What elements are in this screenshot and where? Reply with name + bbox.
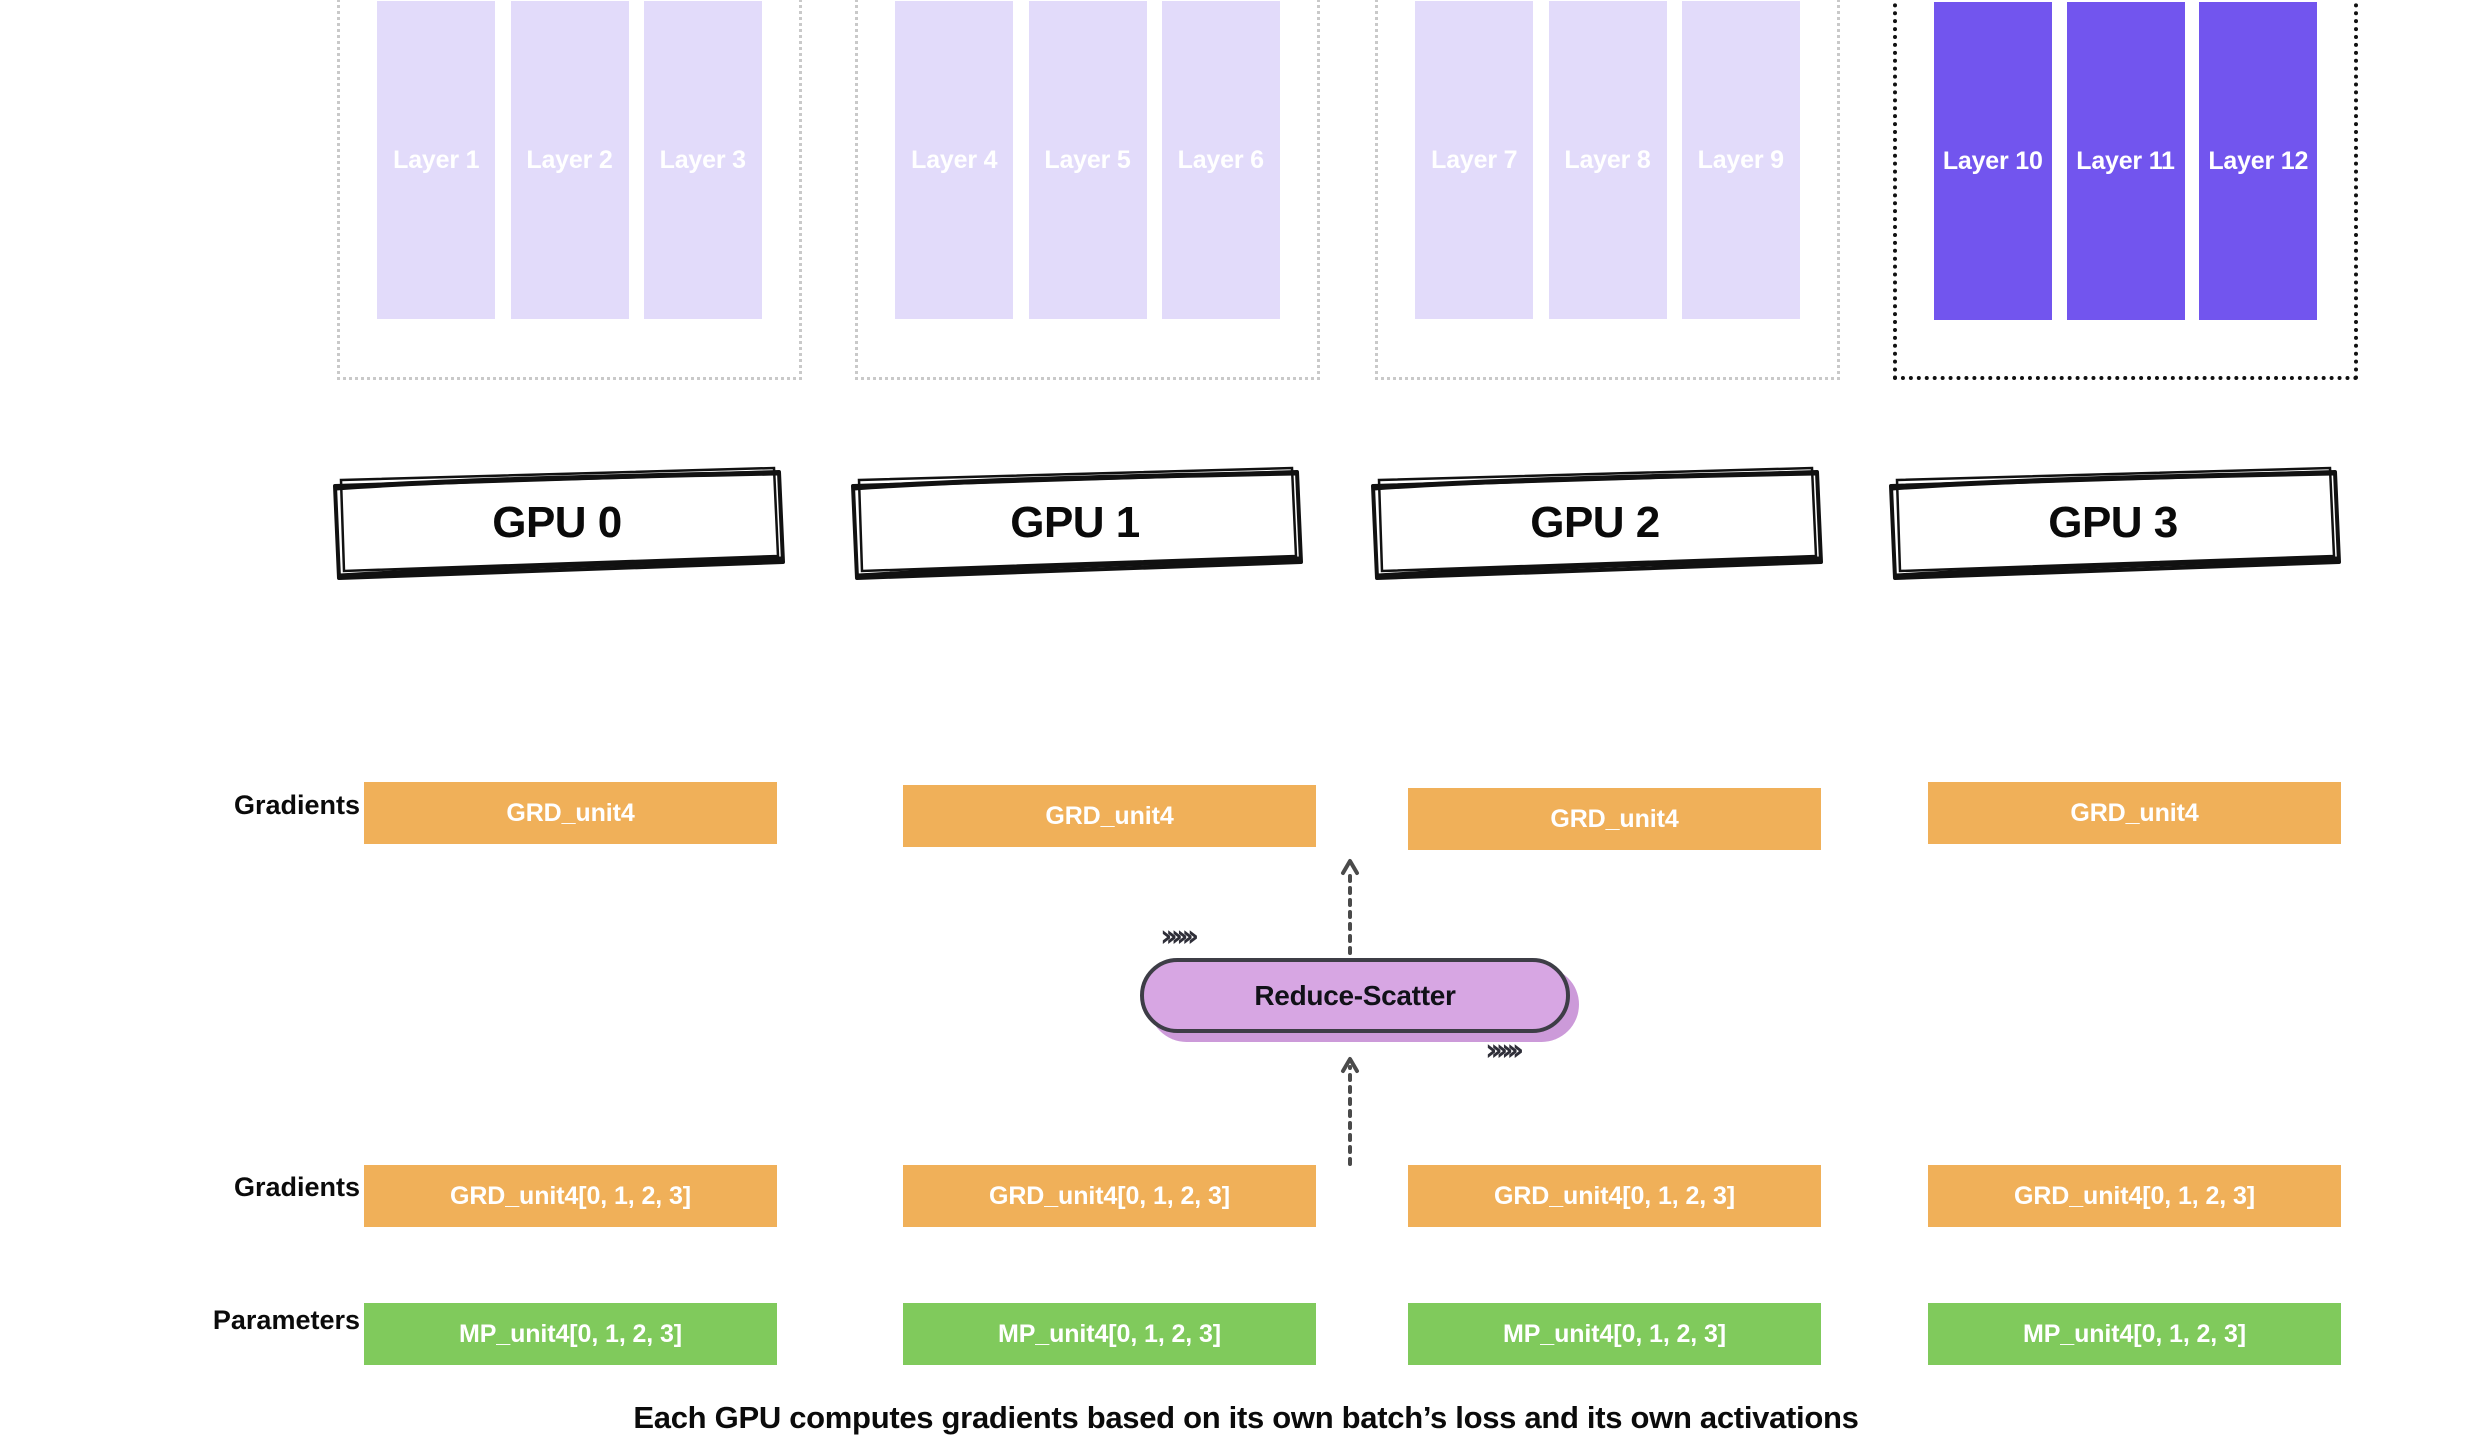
layer-bar[interactable]: Layer 10: [1933, 2, 2052, 320]
layer-group-gpu2: Layer 7 Layer 8 Layer 9: [1375, 0, 1840, 380]
chevron-right-icon: ››››››: [1485, 1033, 1524, 1068]
gpu-box-2[interactable]: GPU 2: [1365, 458, 1825, 588]
gpu-label: GPU 1: [1010, 498, 1140, 547]
gradient-bar-top-gpu0[interactable]: GRD_unit4: [364, 782, 777, 844]
layer-bar[interactable]: Layer 1: [377, 1, 496, 319]
gradient-bar-bottom-gpu2[interactable]: GRD_unit4[0, 1, 2, 3]: [1408, 1165, 1821, 1227]
flow-arrow-up-top: [1336, 855, 1364, 955]
gpu-box-3[interactable]: GPU 3: [1883, 458, 2343, 588]
gradient-bar-bottom-gpu0[interactable]: GRD_unit4[0, 1, 2, 3]: [364, 1165, 777, 1227]
flow-arrow-up-bottom: [1336, 1053, 1364, 1166]
layer-row: Layer 7 Layer 8 Layer 9: [1378, 1, 1837, 319]
layer-row: Layer 10 Layer 11 Layer 12: [1897, 2, 2354, 320]
gradient-bar-top-gpu1[interactable]: GRD_unit4: [903, 785, 1316, 847]
layer-row: Layer 4 Layer 5 Layer 6: [858, 1, 1317, 319]
layer-bar[interactable]: Layer 9: [1681, 1, 1800, 319]
arrow-up-icon: [1341, 1057, 1359, 1166]
layer-group-gpu1: Layer 4 Layer 5 Layer 6: [855, 0, 1320, 380]
layer-bar[interactable]: Layer 11: [2066, 2, 2185, 320]
gradient-bar-bottom-gpu1[interactable]: GRD_unit4[0, 1, 2, 3]: [903, 1165, 1316, 1227]
gpu-label: GPU 3: [2048, 498, 2178, 547]
pill-body[interactable]: Reduce-Scatter: [1140, 958, 1570, 1033]
row-label-gradients-bottom: Gradients: [233, 1172, 360, 1202]
layer-row: Layer 1 Layer 2 Layer 3: [340, 1, 799, 319]
gpu-label: GPU 2: [1530, 498, 1660, 547]
sketch-frame-icon: [851, 466, 1303, 580]
layer-bar[interactable]: Layer 8: [1548, 1, 1667, 319]
gradient-bar-bottom-gpu3[interactable]: GRD_unit4[0, 1, 2, 3]: [1928, 1165, 2341, 1227]
parameter-bar-gpu3[interactable]: MP_unit4[0, 1, 2, 3]: [1928, 1303, 2341, 1365]
diagram-caption: Each GPU computes gradients based on its…: [633, 1400, 1859, 1435]
chevron-right-icon: ››››››: [1160, 919, 1199, 954]
sketch-frame-icon: [1889, 466, 2341, 580]
gradient-bar-top-gpu2[interactable]: GRD_unit4: [1408, 788, 1821, 850]
layer-bar[interactable]: Layer 3: [643, 1, 762, 319]
row-label-gradients-top: Gradients: [233, 790, 360, 820]
gpu-box-0[interactable]: GPU 0: [327, 458, 787, 588]
sketch-frame-icon: [1371, 466, 1823, 580]
gradient-bar-top-gpu3[interactable]: GRD_unit4: [1928, 782, 2341, 844]
layer-group-gpu3: Layer 10 Layer 11 Layer 12: [1893, 0, 2358, 380]
parameter-bar-gpu1[interactable]: MP_unit4[0, 1, 2, 3]: [903, 1303, 1316, 1365]
layer-bar[interactable]: Layer 12: [2199, 2, 2318, 320]
layer-group-gpu0: Layer 1 Layer 2 Layer 3: [337, 0, 802, 380]
layer-bar[interactable]: Layer 2: [510, 1, 629, 319]
layer-bar[interactable]: Layer 6: [1161, 1, 1280, 319]
parameter-bar-gpu2[interactable]: MP_unit4[0, 1, 2, 3]: [1408, 1303, 1821, 1365]
sketch-frame-icon: [333, 466, 785, 580]
layer-bar[interactable]: Layer 7: [1415, 1, 1534, 319]
collective-label: Reduce-Scatter: [1254, 979, 1456, 1011]
layer-bar[interactable]: Layer 5: [1028, 1, 1147, 319]
gpu-box-1[interactable]: GPU 1: [845, 458, 1305, 588]
layer-bar[interactable]: Layer 4: [895, 1, 1014, 319]
parameter-bar-gpu0[interactable]: MP_unit4[0, 1, 2, 3]: [364, 1303, 777, 1365]
arrow-up-icon: [1341, 859, 1359, 955]
collective-op-reduce-scatter[interactable]: Reduce-Scatter ›››››› ››››››: [1140, 922, 1579, 1066]
gpu-label: GPU 0: [492, 498, 622, 547]
row-label-parameters: Parameters: [212, 1305, 360, 1335]
